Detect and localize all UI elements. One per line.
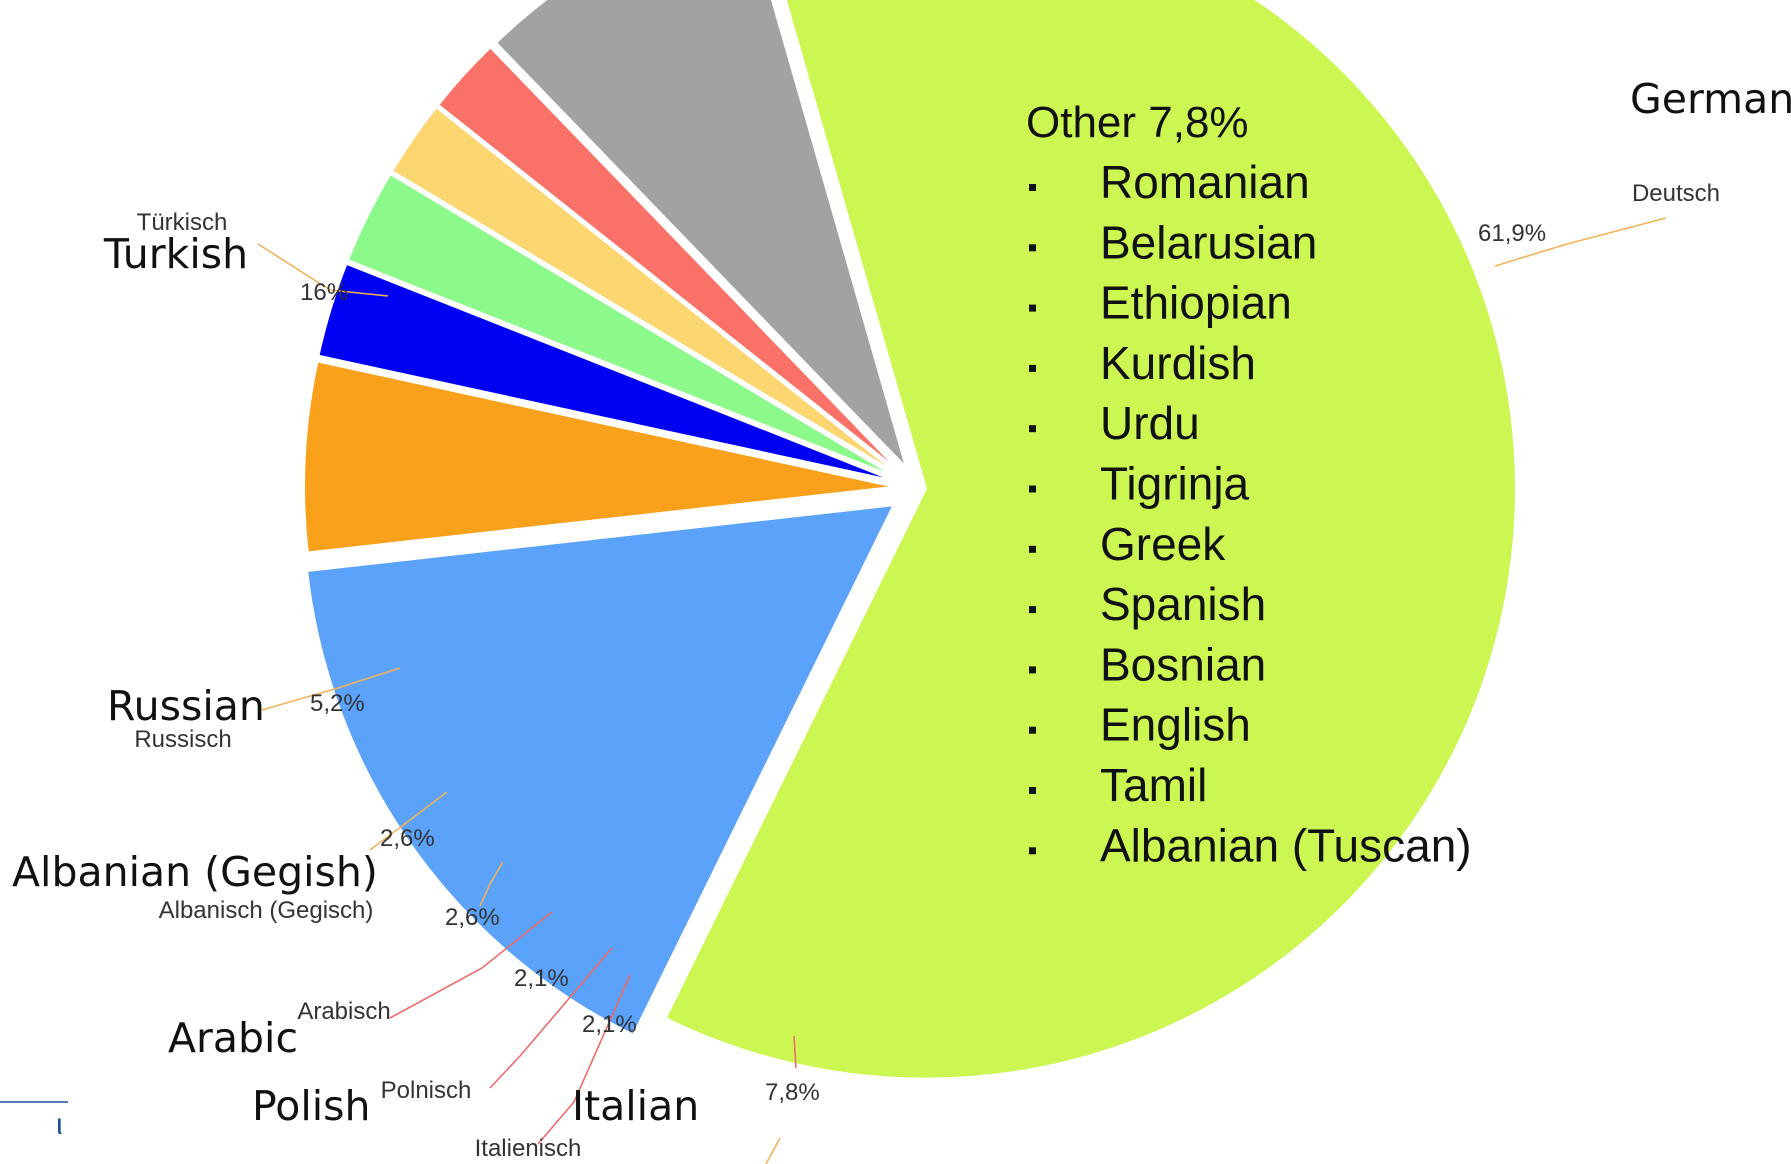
other-language-item: Greek (1100, 518, 1226, 570)
other-language-item: Urdu (1100, 397, 1200, 449)
italian-pct-label: 7,8% (765, 1079, 820, 1106)
list-bullet (1029, 545, 1036, 553)
leader-russian (261, 667, 401, 711)
turkish-pct-label: 16% (300, 279, 348, 306)
pie-slice-albanian-gegish (346, 172, 897, 479)
list-bullet (1029, 666, 1036, 674)
pie-slice-italian (494, 0, 907, 468)
polish-label-de: Polnisch (381, 1077, 472, 1104)
pie-slice-slice-3 (317, 262, 896, 482)
albanian-gegish-label-en: Albanian (Gegish) (12, 848, 378, 896)
polish-label-en: Polish (252, 1082, 370, 1130)
list-bullet (1029, 787, 1036, 794)
other-language-item: Tamil (1100, 759, 1207, 811)
other-title: Other 7,8% (1026, 98, 1249, 147)
other-language-item: Tigrinja (1100, 458, 1250, 510)
turkish-label-en: Turkish (103, 230, 248, 278)
arabic-label-en: Arabic (168, 1014, 298, 1062)
list-bullet (1029, 606, 1036, 614)
slice-3-pct-label: 2,6% (380, 825, 435, 852)
pie-slice-polish (436, 46, 901, 473)
pie-slice-russian (303, 360, 895, 554)
leader-italian (537, 974, 631, 1145)
albanian-gegish-pct-label: 2,6% (445, 904, 500, 931)
leader-other-pct (793, 1035, 797, 1069)
list-bullet (1029, 244, 1036, 252)
other-language-item: Kurdish (1100, 337, 1256, 389)
albanian-gegish-label-de: Albanisch (Gegisch) (159, 897, 374, 924)
list-bullet (1029, 726, 1036, 734)
footer-fragment: ι (0, 1101, 68, 1141)
other-language-item: Bosnian (1100, 638, 1266, 690)
leader-polish (489, 947, 613, 1089)
other-language-item: Romanian (1100, 156, 1310, 208)
other-language-item: Belarusian (1100, 216, 1317, 268)
list-bullet (1029, 304, 1036, 312)
leader-other-bottom (765, 1137, 781, 1164)
leader-lines (257, 217, 1667, 1164)
list-bullet (1029, 184, 1036, 191)
german-pct-label: 61,9% (1478, 220, 1546, 247)
list-bullet (1029, 847, 1036, 855)
leader-blue (369, 791, 448, 851)
leader-arabic (389, 911, 553, 1019)
pie-slice-german (664, 0, 1517, 1080)
turkish-label-de: Türkisch (137, 209, 228, 236)
arabic-label-de: Arabisch (297, 998, 390, 1025)
other-language-item: Spanish (1100, 578, 1266, 630)
list-bullet (1029, 425, 1036, 433)
leader-turkish (257, 243, 389, 297)
russian-label-en: Russian (107, 682, 265, 730)
list-bullet (1029, 364, 1036, 372)
other-languages-list: RomanianBelarusianEthiopianKurdishUrduTi… (1029, 156, 1472, 871)
other-languages-box: Other 7,8% RomanianBelarusianEthiopianKu… (1026, 98, 1472, 871)
footer-text: ι (56, 1108, 63, 1141)
other-language-item: English (1100, 699, 1251, 751)
other-language-item: Ethiopian (1100, 277, 1292, 329)
pie-slices (303, 0, 1517, 1080)
russian-label-de: Russisch (134, 726, 231, 753)
german-label-de: Deutsch (1632, 180, 1720, 207)
german-label-en: German (1630, 75, 1791, 123)
list-bullet (1029, 485, 1036, 493)
italian-label-en: Italian (572, 1082, 699, 1130)
leader-albanian (479, 861, 504, 907)
italian-label-de: Italienisch (475, 1135, 582, 1162)
leader-german (1494, 217, 1667, 267)
other-language-item: Albanian (Tuscan) (1100, 819, 1472, 871)
polish-pct-label: 2,1% (582, 1011, 637, 1038)
pie-slice-turkish (306, 504, 896, 1037)
pie-slice-arabic (390, 105, 899, 476)
arabic-pct-label: 2,1% (514, 965, 569, 992)
russian-pct-label: 5,2% (310, 690, 365, 717)
